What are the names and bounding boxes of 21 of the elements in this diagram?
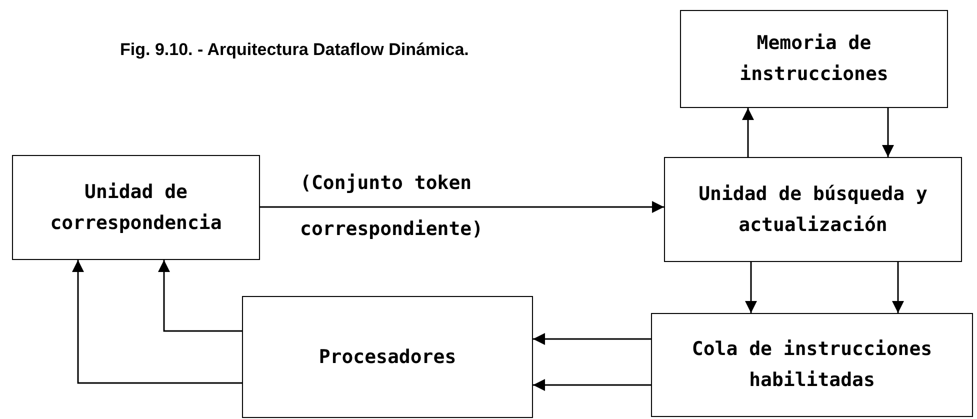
arrow xyxy=(533,333,651,345)
arrow xyxy=(533,379,651,391)
arrow xyxy=(742,108,754,157)
arrow xyxy=(260,201,664,213)
box-label: Cola de instrucciones habilitadas xyxy=(690,337,934,393)
process-box xyxy=(651,313,973,417)
box-label: Memoria de instrucciones xyxy=(738,31,890,87)
figure-title: Fig. 9.10. - Arquitectura Dataflow Dinámica. xyxy=(120,40,469,60)
arrow xyxy=(72,260,242,384)
process-box xyxy=(12,155,260,260)
box-label: Procesadores xyxy=(318,344,456,370)
process-box xyxy=(664,157,962,262)
box-label: Unidad de correspondencia xyxy=(49,180,223,236)
arrow xyxy=(892,262,904,313)
edge-label: (Conjunto token correspondiente) xyxy=(300,171,484,242)
process-box xyxy=(680,10,948,108)
box-label: Unidad de búsqueda y actualización xyxy=(698,182,928,238)
arrow xyxy=(158,260,242,332)
arrow xyxy=(882,108,894,157)
process-box xyxy=(242,296,533,418)
arrow xyxy=(745,262,757,313)
